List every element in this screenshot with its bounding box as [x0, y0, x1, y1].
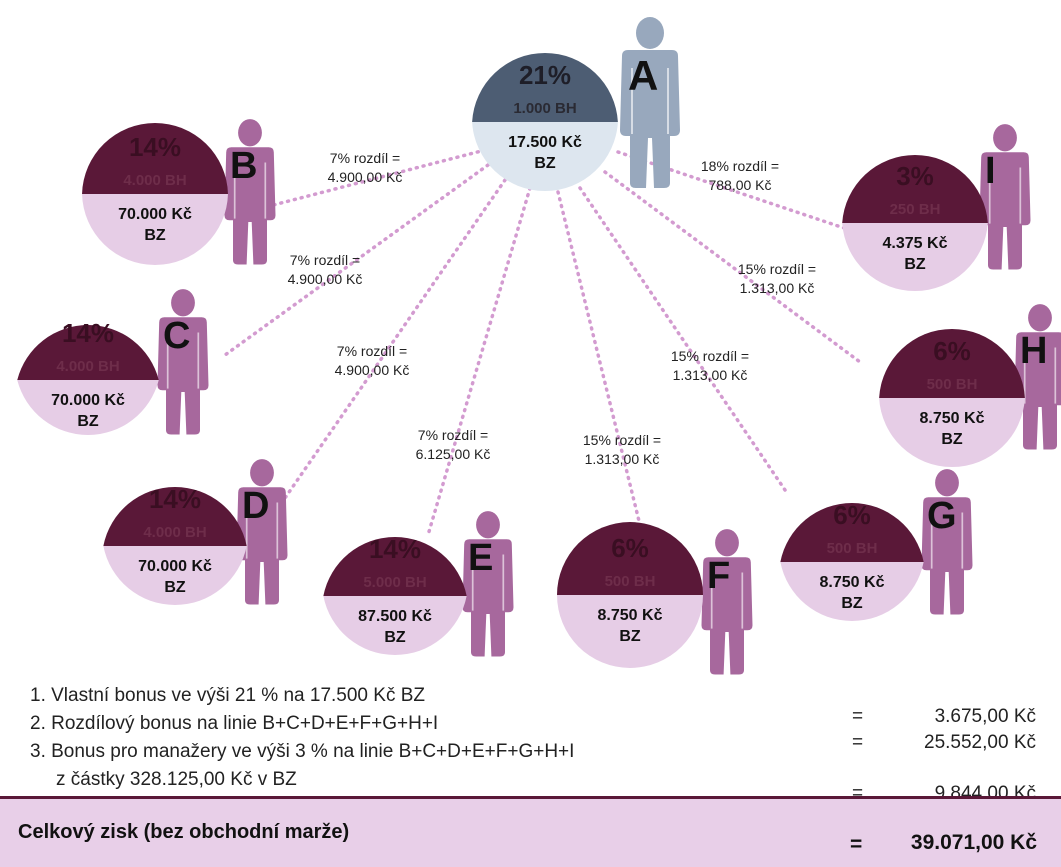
- node-bh-g: 500 BH: [827, 540, 878, 557]
- node-letter-d: D: [242, 485, 269, 527]
- node-percent-e: 14%: [369, 534, 421, 564]
- node-bz-label-i: BZ: [904, 256, 926, 273]
- node-bh-b: 4.000 BH: [123, 172, 186, 189]
- node-bz-label-b: BZ: [144, 227, 166, 244]
- node-bh-e: 5.000 BH: [363, 574, 426, 591]
- person-icon: [158, 289, 209, 434]
- node-bz-label-e: BZ: [384, 629, 406, 646]
- node-bz-amount-a: 17.500 Kč: [508, 134, 582, 151]
- member-node-b: B 14% 4.000 BH 70.000 Kč BZ: [82, 119, 275, 265]
- link-line-h: [605, 172, 860, 362]
- node-bz-amount-b: 70.000 Kč: [118, 206, 192, 223]
- node-letter-i: I: [985, 150, 996, 192]
- total-profit-equals: =: [850, 833, 862, 857]
- node-letter-b: B: [230, 145, 257, 187]
- calc-equals-2: =: [852, 732, 863, 754]
- link-label-g-line1: 15% rozdíl =: [671, 348, 749, 364]
- link-label-d-line2: 4.900,00 Kč: [335, 362, 410, 378]
- node-percent-i: 3%: [896, 161, 934, 191]
- calc-line-3: 3. Bonus pro manažery ve výši 3 % na lin…: [30, 741, 574, 763]
- calc-line-1: 1. Vlastní bonus ve výši 21 % na 17.500 …: [30, 685, 425, 707]
- node-letter-f: F: [707, 555, 730, 597]
- node-bz-amount-i: 4.375 Kč: [883, 235, 948, 252]
- node-percent-c: 14%: [62, 318, 114, 348]
- total-profit-amount: 39.071,00 Kč: [872, 831, 1037, 855]
- member-node-f: F 6% 500 BH 8.750 Kč BZ: [557, 522, 753, 674]
- node-bz-label-c: BZ: [77, 413, 99, 430]
- node-percent-f: 6%: [611, 533, 649, 563]
- member-node-h: H 6% 500 BH 8.750 Kč BZ: [879, 304, 1061, 467]
- total-profit-label: Celkový zisk (bez obchodní marže): [18, 821, 349, 844]
- member-node-i: I 3% 250 BH 4.375 Kč BZ: [842, 124, 1030, 291]
- node-bh-c: 4.000 BH: [56, 358, 119, 375]
- circle-bottom-g: [780, 562, 923, 621]
- link-line-e: [428, 188, 530, 535]
- link-label-f-line2: 1.313,00 Kč: [585, 451, 660, 467]
- member-node-e: E 14% 5.000 BH 87.500 Kč BZ: [323, 511, 513, 656]
- node-bh-h: 500 BH: [927, 376, 978, 393]
- link-label-c-line1: 7% rozdíl =: [290, 252, 360, 268]
- node-bh-f: 500 BH: [605, 573, 656, 590]
- node-letter-h: H: [1020, 330, 1047, 372]
- link-label-i-line2: 788,00 Kč: [708, 177, 771, 193]
- node-letter-e: E: [468, 537, 493, 579]
- node-percent-d: 14%: [149, 484, 201, 514]
- circle-bottom-e: [323, 596, 466, 655]
- node-percent-b: 14%: [129, 132, 181, 162]
- node-percent-h: 6%: [933, 336, 971, 366]
- node-bz-label-d: BZ: [164, 579, 186, 596]
- node-letter-g: G: [927, 495, 957, 537]
- circle-bottom-d: [103, 546, 246, 605]
- total-profit-bar: Celkový zisk (bez obchodní marže) = 39.0…: [0, 796, 1061, 867]
- node-bz-amount-c: 70.000 Kč: [51, 392, 125, 409]
- person-icon: [1015, 304, 1061, 449]
- link-label-b-line1: 7% rozdíl =: [330, 150, 400, 166]
- link-label-i-line1: 18% rozdíl =: [701, 158, 779, 174]
- calc-amount-1: 3.675,00 Kč: [876, 706, 1036, 728]
- node-bz-amount-e: 87.500 Kč: [358, 608, 432, 625]
- node-percent-a: 21%: [519, 60, 571, 90]
- node-bh-d: 4.000 BH: [143, 524, 206, 541]
- calc-equals-1: =: [852, 706, 863, 728]
- node-percent-g: 6%: [833, 500, 871, 530]
- link-label-e-line2: 6.125,00 Kč: [416, 446, 491, 462]
- node-bz-label-g: BZ: [841, 595, 863, 612]
- node-bz-amount-h: 8.750 Kč: [920, 410, 985, 427]
- calc-line-2: 2. Rozdílový bonus na linie B+C+D+E+F+G+…: [30, 713, 438, 735]
- member-node-g: G 6% 500 BH 8.750 Kč BZ: [780, 469, 972, 621]
- person-icon: [922, 469, 973, 614]
- node-bz-amount-f: 8.750 Kč: [598, 607, 663, 624]
- node-letter-c: C: [163, 315, 190, 357]
- node-bz-label-h: BZ: [941, 431, 963, 448]
- person-icon: [225, 119, 276, 264]
- link-label-h-line2: 1.313,00 Kč: [740, 280, 815, 296]
- node-letter-a: A: [628, 52, 658, 99]
- node-bh-i: 250 BH: [890, 201, 941, 218]
- link-line-f: [558, 192, 640, 525]
- link-label-h-line1: 15% rozdíl =: [738, 261, 816, 277]
- member-node-a: A 21% 1.000 BH 17.500 Kč BZ: [472, 17, 680, 191]
- link-label-d-line1: 7% rozdíl =: [337, 343, 407, 359]
- link-label-g-line2: 1.313,00 Kč: [673, 367, 748, 383]
- person-icon: [463, 511, 514, 656]
- node-bz-label-a: BZ: [534, 155, 556, 172]
- node-bz-amount-g: 8.750 Kč: [820, 574, 885, 591]
- node-bz-label-f: BZ: [619, 628, 641, 645]
- link-label-b-line2: 4.900,00 Kč: [328, 169, 403, 185]
- calc-amount-2: 25.552,00 Kč: [876, 732, 1036, 754]
- link-label-f-line1: 15% rozdíl =: [583, 432, 661, 448]
- node-bz-amount-d: 70.000 Kč: [138, 558, 212, 575]
- member-node-c: C 14% 4.000 BH 70.000 Kč BZ: [17, 289, 208, 435]
- link-label-c-line2: 4.900,00 Kč: [288, 271, 363, 287]
- person-icon: [980, 124, 1031, 269]
- person-icon: [237, 459, 288, 604]
- person-icon: [702, 529, 753, 674]
- link-label-e-line1: 7% rozdíl =: [418, 427, 488, 443]
- member-node-d: D 14% 4.000 BH 70.000 Kč BZ: [103, 459, 287, 605]
- calc-line-4: z částky 328.125,00 Kč v BZ: [56, 769, 297, 791]
- node-bh-a: 1.000 BH: [513, 100, 576, 117]
